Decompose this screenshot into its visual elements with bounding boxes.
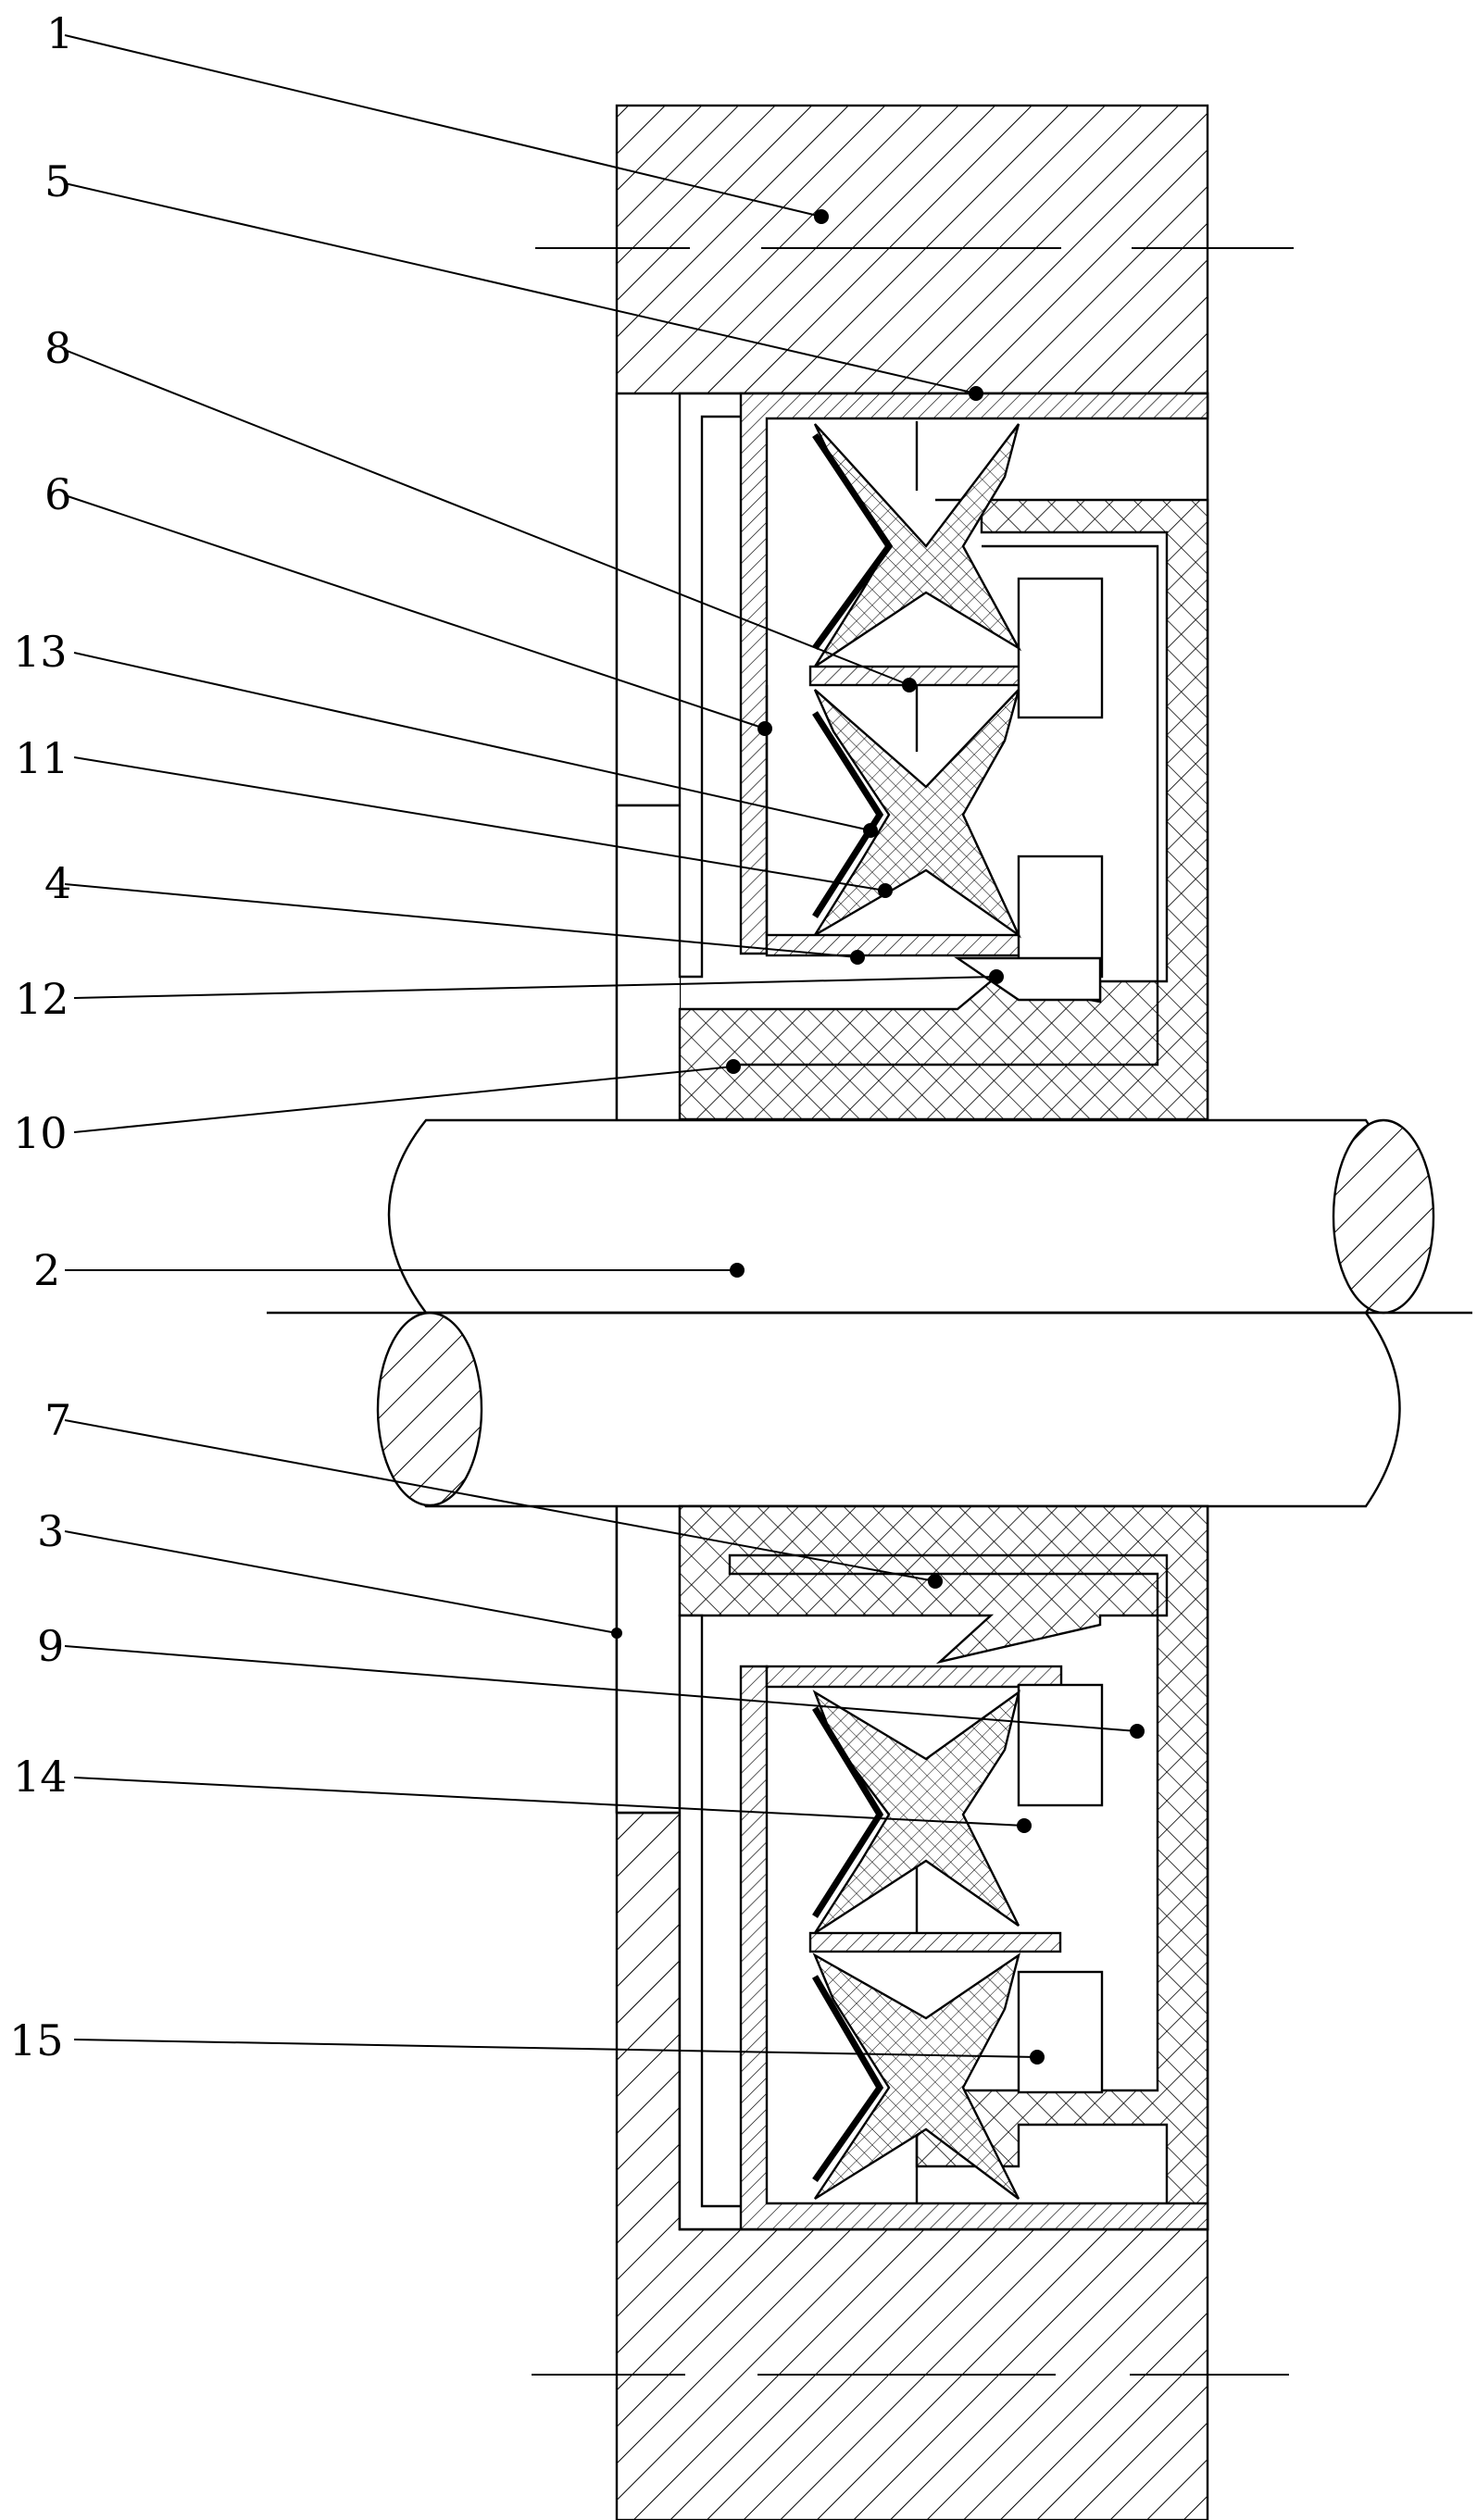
callout-label-2: 2 [33,1245,60,1295]
callout-label-3: 3 [37,1506,64,1556]
callout-3: 3 [37,1506,621,1638]
callout-label-4: 4 [44,858,71,908]
callout-label-7: 7 [44,1395,71,1445]
callout-label-14: 14 [13,1752,68,1802]
callout-label-10: 10 [13,1108,68,1158]
callout-label-11: 11 [15,733,69,783]
callout-label-1: 1 [46,8,73,58]
lower-seal-pack [680,1506,1208,2229]
callout-label-13: 13 [13,627,68,677]
callout-label-15: 15 [9,2015,64,2065]
callout-label-8: 8 [44,323,71,373]
callout-label-12: 12 [15,974,69,1024]
shaft [267,1120,1472,1506]
callout-label-6: 6 [44,469,71,519]
callout-label-5: 5 [44,156,71,206]
callout-label-9: 9 [37,1621,64,1671]
